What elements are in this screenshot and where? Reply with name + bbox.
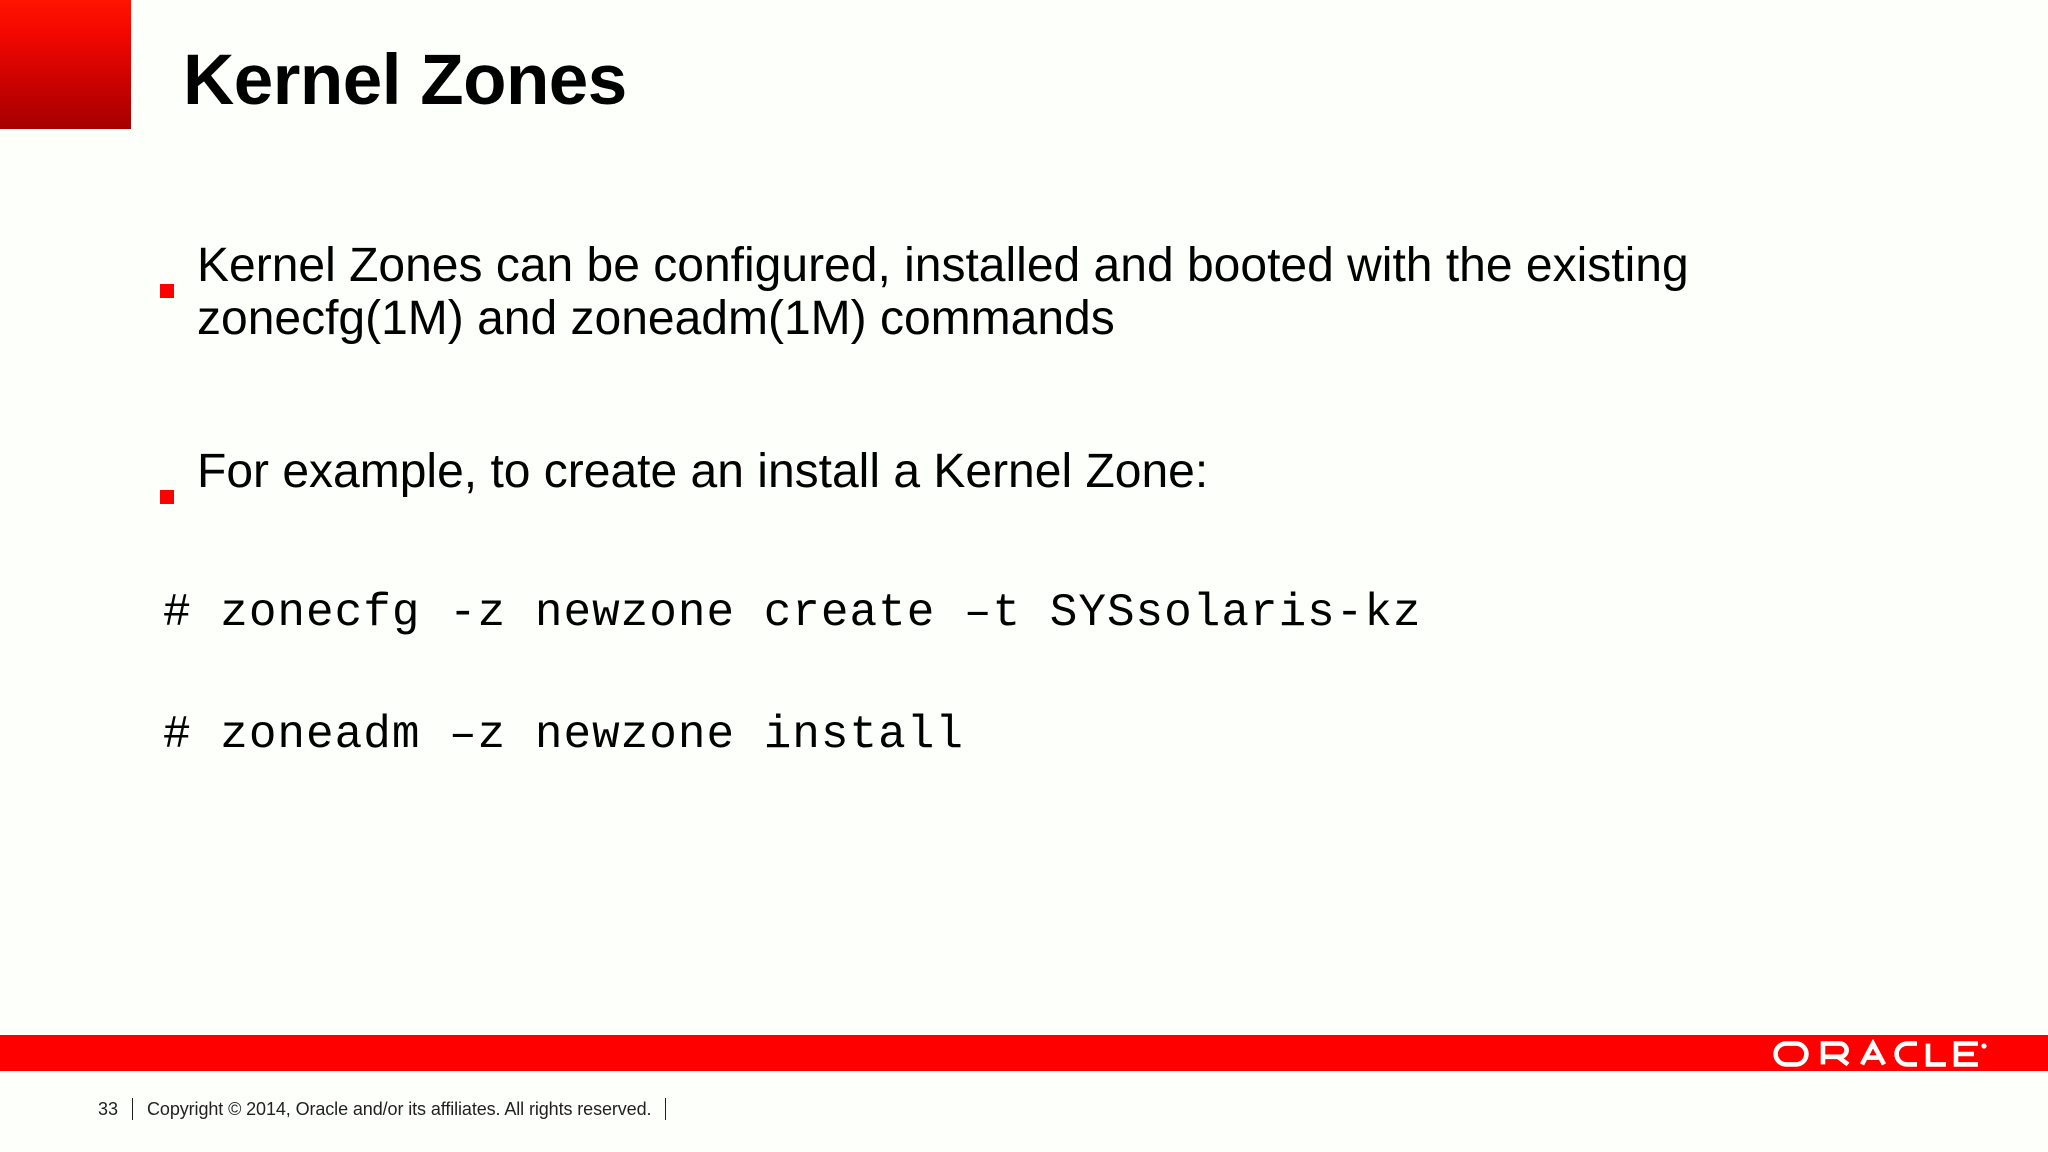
page-title: Kernel Zones [183,41,627,120]
bullet-text-2: For example, to create an install a Kern… [197,444,1209,498]
footer-separator-left [132,1098,134,1120]
bullet-item-1: Kernel Zones can be configured, installe… [0,239,2048,346]
square-bullet-icon [160,284,174,298]
page-number: 33 [98,1098,119,1119]
oracle-logo [1770,1039,2000,1067]
code-block: # zonecfg -z newzone create –t SYSsolari… [0,590,2048,758]
registered-trademark-icon [1981,1043,1987,1049]
code-line-zoneadm: # zoneadm –z newzone install [163,709,964,762]
bullet-text-1: Kernel Zones can be configured, installe… [197,239,1689,345]
footer: 33 Copyright © 2014, Oracle and/or its a… [98,1098,680,1120]
code-line-zonecfg: # zonecfg -z newzone create –t SYSsolari… [163,587,1422,640]
slide-body: Kernel Zones can be configured, installe… [0,239,2048,758]
bullet-item-2: For example, to create an install a Kern… [0,444,2048,504]
footer-bar [0,1035,2048,1071]
footer-separator-right [665,1098,667,1120]
square-bullet-icon [160,489,174,504]
header-accent-block [0,0,131,129]
copyright-text: Copyright © 2014, Oracle and/or its affi… [147,1098,652,1119]
